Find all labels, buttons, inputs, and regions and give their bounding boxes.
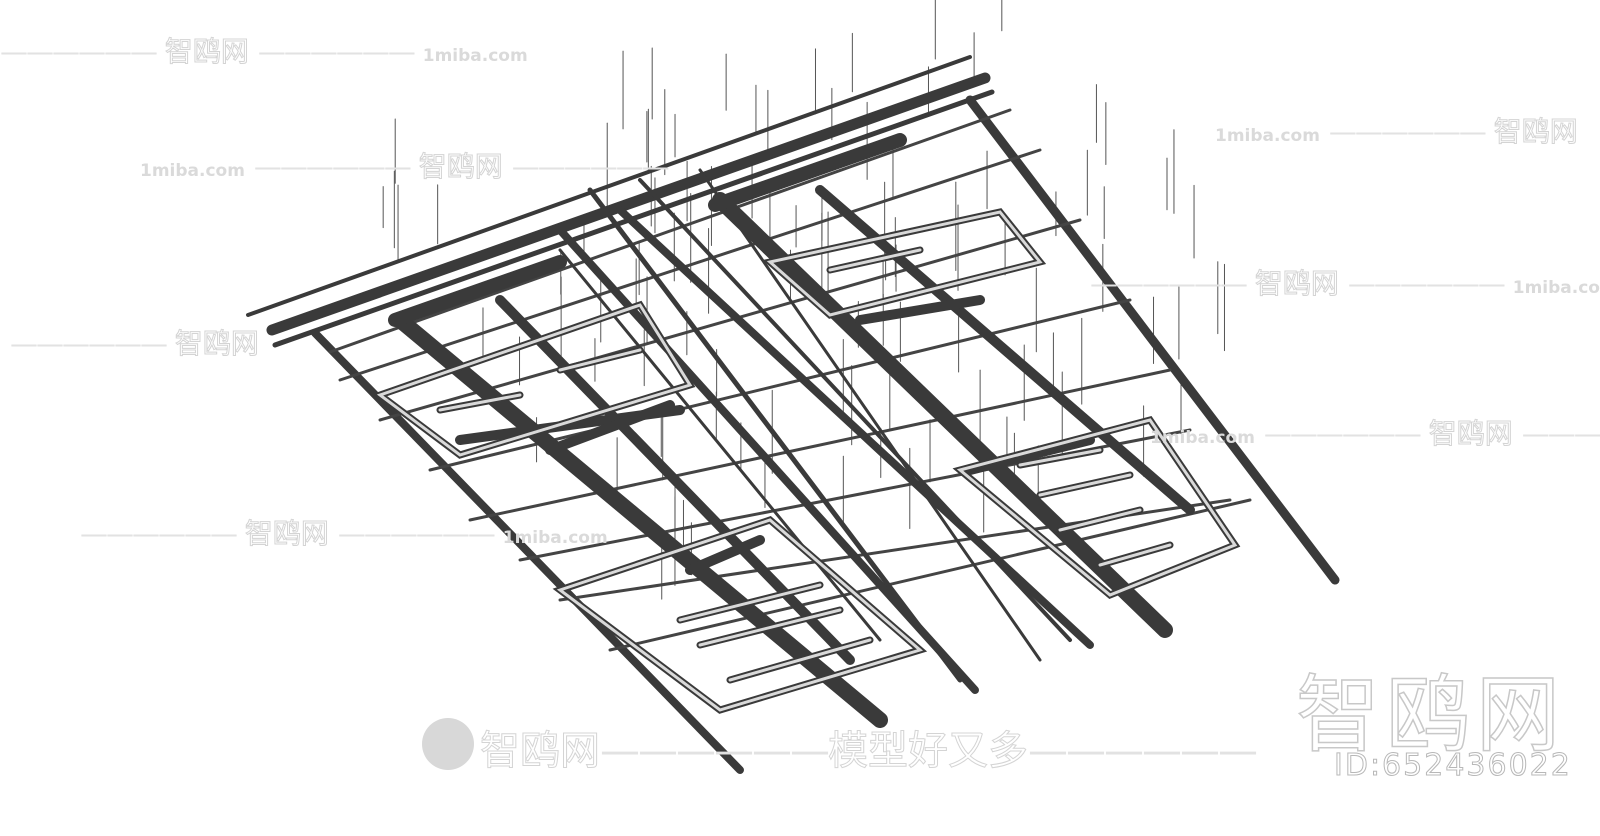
watermark-dashes: ——————: [10, 327, 168, 360]
watermark-brand: 智鸥网: [480, 728, 601, 775]
back-main-pipe: [266, 72, 991, 336]
watermark-brand: 智鸥网: [244, 517, 329, 551]
watermark-dashes: ——————: [1521, 417, 1600, 450]
diffuser-frame: [766, 210, 1043, 317]
duct-header: [388, 255, 567, 327]
cross-bar: [338, 148, 1042, 382]
watermark-url: 1miba.com: [140, 161, 245, 181]
light-tube: [1018, 448, 1102, 467]
watermark-row-6: 1miba.com —————— 智鸥网 ——————: [1150, 412, 1600, 452]
watermark-row-7: —————— 智鸥网 —————— 1miba.com: [80, 512, 608, 552]
diffuser-frame: [956, 418, 1238, 597]
watermark-logo-icon: [422, 718, 474, 770]
watermark-dashes: ——————: [600, 728, 830, 774]
left-edge-pipe: [311, 329, 744, 774]
watermark-brand-large: 智鸥网: [1295, 665, 1567, 765]
watermark-dashes: ——————: [0, 35, 158, 68]
long-pipe: [587, 187, 963, 683]
watermark-brand: 智鸥网: [1428, 417, 1513, 451]
watermark-slogan-row: 智鸥网——————模型好又多——————: [480, 718, 1259, 776]
watermark-brand: 智鸥网: [1493, 115, 1578, 149]
light-tube: [438, 393, 522, 412]
watermark-dashes: ——————: [80, 517, 238, 550]
duct-right: [815, 185, 1195, 515]
watermark-url: 1miba.com: [422, 46, 528, 66]
duct-branch: [685, 535, 765, 575]
light-tube: [828, 248, 922, 272]
watermark-dashes: ——————: [1028, 728, 1258, 774]
right-edge-pipe: [965, 95, 1340, 585]
watermark-dashes: ——————: [257, 35, 416, 68]
long-pipe: [638, 178, 1072, 642]
duct-branch: [855, 295, 985, 325]
duct-left: [495, 295, 855, 665]
long-pipe: [698, 168, 1042, 662]
light-tube: [1058, 508, 1142, 532]
light-tube: [728, 638, 872, 682]
watermark-brand: 智鸥网: [174, 327, 259, 361]
duct-header: [708, 133, 907, 212]
duct-left: [392, 312, 888, 728]
watermark-row-4: —————— 智鸥网 —————— 1miba.com: [1090, 262, 1600, 302]
cross-bar: [608, 498, 1252, 652]
diffuser-frame: [556, 518, 924, 712]
watermark-brand: 智鸥网: [418, 150, 503, 184]
watermark-dashes: ——————: [1328, 115, 1487, 148]
watermark-brand: 智鸥网: [1254, 267, 1339, 301]
cross-bar: [328, 108, 1012, 354]
light-tube: [698, 608, 842, 647]
light-tube: [678, 583, 822, 622]
diffuser-frame: [376, 303, 693, 457]
watermark-url: 1miba.com: [1215, 126, 1320, 146]
cross-bar: [378, 218, 1082, 422]
watermark-dashes: ——————: [1090, 267, 1248, 300]
watermark-dashes: ——————: [253, 150, 412, 183]
watermark-id: ID:652436022: [1334, 748, 1572, 784]
duct-right: [712, 192, 1173, 638]
watermark-dashes: ——————: [1263, 417, 1422, 450]
watermark-row-5: —————— 智鸥网: [10, 322, 259, 362]
watermark-row-1: —————— 智鸥网 —————— 1miba.com: [0, 30, 528, 70]
watermark-url: 1miba.com: [502, 528, 608, 548]
duct-branch: [545, 400, 675, 455]
watermark-row-3: 1miba.com —————— 智鸥网: [1215, 110, 1578, 150]
watermark-row-2: 1miba.com —————— 智鸥网 ——————: [140, 145, 670, 185]
watermark-slogan: 模型好又多: [828, 728, 1029, 775]
light-tube: [1098, 543, 1172, 567]
light-tube: [1038, 473, 1132, 497]
watermark-dashes: ——————: [1347, 267, 1506, 300]
watermark-dashes: ——————: [511, 150, 670, 183]
light-tube: [558, 348, 642, 372]
watermark-dashes: ——————: [337, 517, 496, 550]
watermark-url: 1miba.com: [1150, 428, 1255, 448]
watermark-brand: 智鸥网: [164, 35, 249, 69]
watermark-url: 1miba.com: [1512, 278, 1600, 298]
back-pipe: [246, 55, 972, 317]
long-pipe: [616, 206, 1094, 649]
